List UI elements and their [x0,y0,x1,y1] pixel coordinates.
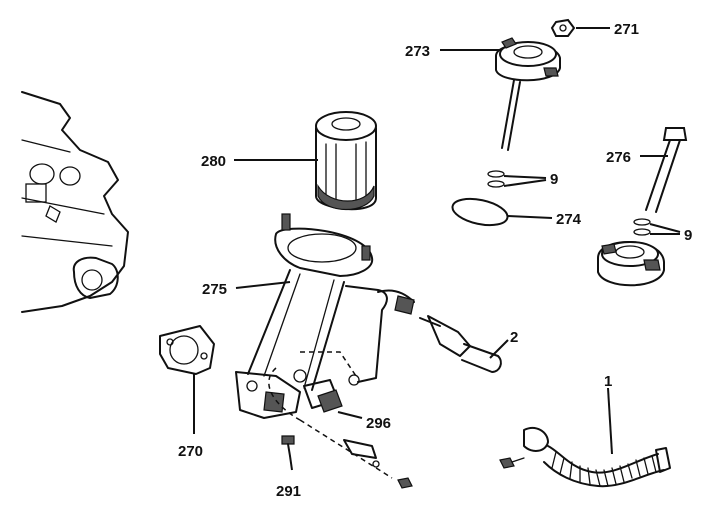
leader-296 [337,411,363,419]
leader-9b-1 [649,223,681,233]
lower-cover [597,241,665,287]
corrugated-hose-1 [499,426,671,488]
callout-9-upper: 9 [550,171,558,188]
callout-296: 296 [366,415,391,432]
callout-273: 273 [405,43,430,60]
callout-275: 275 [202,281,227,298]
bolt-276 [645,127,688,213]
engine-block [21,91,129,313]
callout-274: 274 [556,211,582,228]
lower-bracket [299,419,413,489]
callout-labels: 271 273 280 276 9 274 9 275 2 1 296 270 … [178,21,692,500]
leader-275 [235,281,291,289]
leader-9a-1 [503,175,547,179]
nut-271 [550,18,576,37]
callout-271: 271 [614,21,639,38]
o-ring-274 [451,197,509,227]
callout-280: 280 [201,153,226,170]
sensor-296 [268,367,343,421]
leader-291 [289,455,293,471]
seal-rings-upper [487,170,505,188]
callout-2: 2 [510,329,518,346]
leader-274 [507,215,553,219]
callout-291: 291 [276,483,301,500]
leader-9a-2 [503,179,547,187]
leader-2 [489,339,509,359]
seal-rings-lower [633,218,651,236]
leader-1 [607,387,613,455]
filter-element-280 [315,111,377,211]
callout-270: 270 [178,443,203,460]
callout-1: 1 [604,373,612,390]
callout-9-lower: 9 [684,227,692,244]
gasket-270 [159,325,215,375]
leader-lines [193,27,681,471]
filter-housing-275 [235,213,374,419]
fuel-pipe-2 [300,285,502,386]
filter-cover-273 [495,37,561,151]
callout-276: 276 [606,149,631,166]
bolt-291 [281,435,295,457]
